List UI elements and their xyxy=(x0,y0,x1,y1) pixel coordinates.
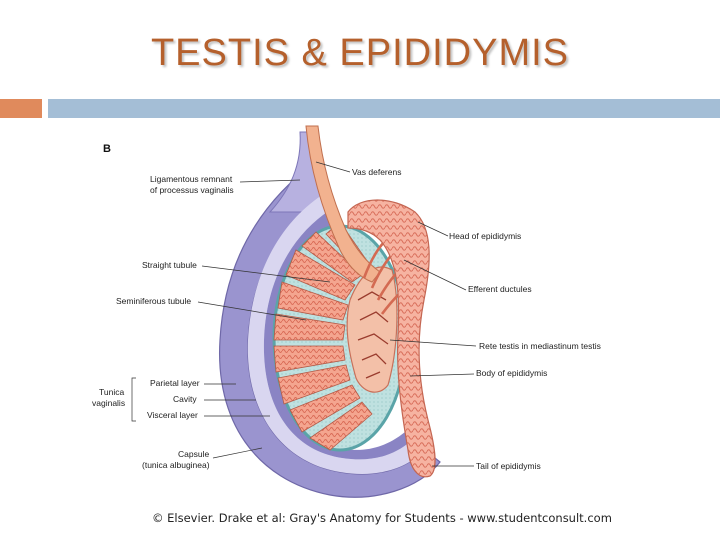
label-ligamentous-remnant-2: of processus vaginalis xyxy=(150,185,234,195)
image-credit: © Elsevier. Drake et al: Gray's Anatomy … xyxy=(152,511,612,525)
title-accent-bar-blue xyxy=(48,99,720,118)
rete-testis-network xyxy=(357,291,389,379)
label-rete-testis: Rete testis in mediastinum testis xyxy=(479,341,601,351)
label-capsule-1: Capsule xyxy=(178,449,209,459)
leader-lines xyxy=(131,161,477,467)
label-visceral-layer: Visceral layer xyxy=(147,410,198,420)
label-parietal-layer: Parietal layer xyxy=(150,378,200,388)
label-head-of-epididymis: Head of epididymis xyxy=(449,231,521,241)
label-straight-tubule: Straight tubule xyxy=(142,260,197,270)
label-ligamentous-remnant-1: Ligamentous remnant xyxy=(150,174,233,184)
label-efferent-ductules: Efferent ductules xyxy=(468,284,532,294)
epididymis xyxy=(347,199,436,478)
label-cavity: Cavity xyxy=(173,394,197,404)
label-tunica-vaginalis-2: vaginalis xyxy=(92,398,125,408)
panel-label: B xyxy=(103,143,111,155)
label-vas-deferens: Vas deferens xyxy=(352,167,401,177)
label-tail-of-epididymis: Tail of epididymis xyxy=(476,461,541,471)
title-accent-bar-orange xyxy=(0,99,42,118)
label-capsule-2: (tunica albuginea) xyxy=(142,460,210,470)
slide-title: TESTIS & EPIDIDYMIS xyxy=(150,32,570,74)
label-body-of-epididymis: Body of epididymis xyxy=(476,368,547,378)
label-seminiferous-tubule: Seminiferous tubule xyxy=(116,296,191,306)
diagram-labels: Ligamentous remnant of processus vaginal… xyxy=(92,167,601,471)
label-tunica-vaginalis-1: Tunica xyxy=(99,387,124,397)
